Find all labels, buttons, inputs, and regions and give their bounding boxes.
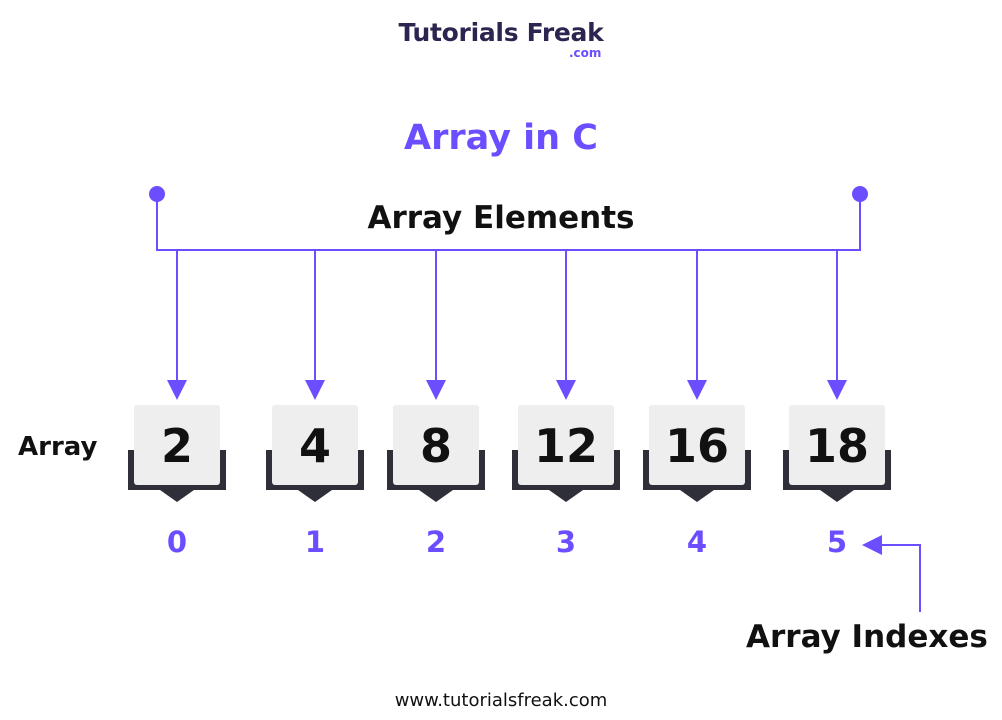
array-value: 16 [664,419,729,473]
indexes-label: Array Indexes [746,619,988,655]
array-index: 0 [166,525,188,559]
array-index: 3 [555,525,577,559]
array-index: 1 [304,525,326,559]
brand-logo: Tutorials Freak [0,20,1002,45]
array-value: 2 [160,419,193,473]
indexes-arrow [862,535,921,612]
array-row-label: Array [18,432,98,462]
array-value: 4 [298,419,331,473]
array-cell [783,405,891,502]
array-cell [128,405,226,502]
array-index: 2 [425,525,447,559]
array-cell [387,405,485,502]
array-index: 4 [686,525,708,559]
array-value: 12 [533,419,598,473]
brand-suffix: .com [569,46,602,60]
array-cell [643,405,751,502]
diagram-title: Array in C [404,118,598,158]
footer-url[interactable]: www.tutorialsfreak.com [394,690,608,711]
array-index: 5 [826,525,848,559]
array-cell [266,405,364,502]
elements-label: Array Elements [367,200,635,236]
array-value: 8 [419,419,452,473]
brand-name: Tutorials Freak [398,18,604,47]
array-value: 18 [804,419,869,473]
array-cell [512,405,620,502]
elements-bracket [156,194,861,251]
